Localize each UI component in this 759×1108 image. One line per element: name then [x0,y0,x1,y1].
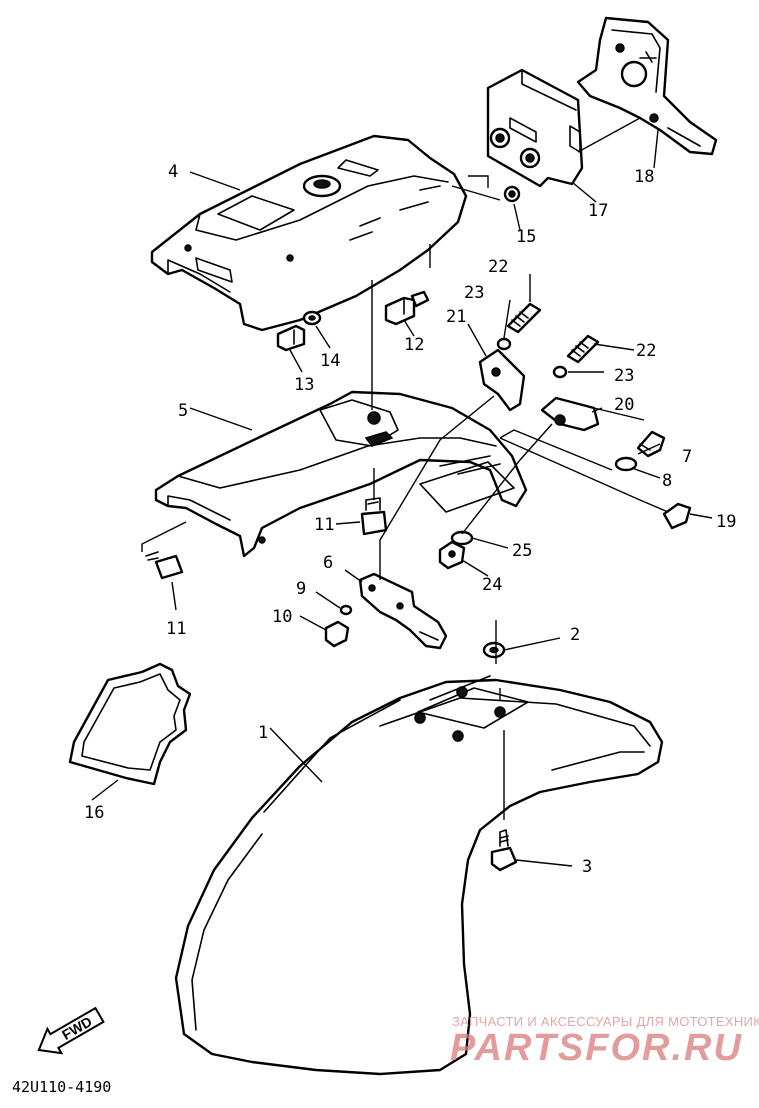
part-1-front-fender [174,675,664,1076]
part-8-washer [614,456,638,472]
part-22-bolt-lower [566,334,600,364]
fwd-arrow-icon: FWD [37,1006,105,1055]
label-7: 7 [682,447,692,467]
label-6: 6 [323,553,333,573]
watermark: ЗАПЧАСТИ И АКСЕССУАРЫ ДЛЯ МОТОТЕХНИКИ PA… [450,1014,759,1069]
part-3-bolt [490,829,518,872]
part-14-washer [302,310,322,326]
part-18-bracket [576,16,718,156]
label-13: 13 [294,375,314,395]
label-19: 19 [716,512,736,532]
part-16-mud-flap [68,662,192,786]
label-21: 21 [446,307,466,327]
label-4: 4 [168,162,178,182]
part-2-grommet [482,641,506,659]
part-10-nut [324,620,350,648]
part-17-housing [486,68,584,188]
part-12-bolt [384,290,430,326]
part-19-reflector [662,502,692,530]
label-15: 15 [516,227,536,247]
label-8: 8 [662,471,672,491]
label-25: 25 [512,541,532,561]
part-22-bolt-upper [506,302,542,334]
label-1: 1 [258,723,268,743]
label-5: 5 [178,401,188,421]
label-9: 9 [296,579,306,599]
part-11-bolt-lower [145,551,184,580]
part-6-light-bracket [358,572,448,650]
part-21-bracket [478,348,526,412]
label-20: 20 [614,395,634,415]
part-5-rear-fender [154,390,528,558]
label-12: 12 [404,335,424,355]
leader-lines [91,117,713,867]
drawing-code: 42U110-4190 [12,1078,111,1096]
part-23-washer-lower [552,365,568,379]
part-labels: 4 5 1 2 3 6 9 10 7 8 19 20 23 22 22 23 2… [84,162,736,877]
label-3: 3 [582,857,592,877]
part-23-washer-upper [496,337,512,351]
label-22-lower: 22 [636,341,656,361]
part-15-nut [503,185,521,203]
part-9-washer [339,604,353,616]
label-14: 14 [320,351,340,371]
label-23-lower: 23 [614,366,634,386]
label-11-upper: 11 [314,515,334,535]
label-17: 17 [588,201,608,221]
part-13-bolt [276,324,306,352]
label-10: 10 [272,607,292,627]
watermark-logo: PARTSFOR.RU [450,1027,743,1069]
label-24: 24 [482,575,502,595]
label-18: 18 [634,167,654,187]
label-11-lower: 11 [166,619,186,639]
label-16: 16 [84,803,104,823]
watermark-tagline: ЗАПЧАСТИ И АКСЕССУАРЫ ДЛЯ МОТОТЕХНИКИ [452,1014,759,1029]
label-23-upper: 23 [464,283,484,303]
label-22-upper: 22 [488,257,508,277]
part-24-nut [438,540,466,570]
part-20-bracket [540,396,600,432]
part-4-upper-cover [150,134,468,332]
part-11-bolt-upper [360,497,388,536]
label-2: 2 [570,625,580,645]
